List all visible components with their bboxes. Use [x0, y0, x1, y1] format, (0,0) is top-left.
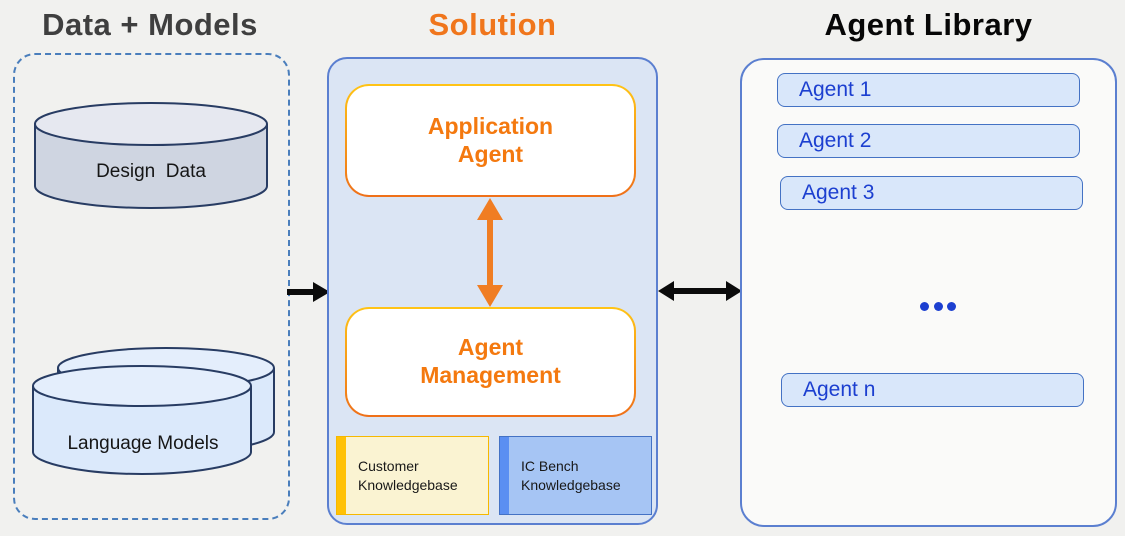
icbench-knowledgebase-label: IC Bench Knowledgebase [521, 458, 621, 493]
bidirectional-arrow-icon [658, 281, 742, 301]
vertical-double-arrow-icon [477, 198, 503, 307]
agent-1-item: Agent 1 [777, 73, 1080, 107]
icbench-knowledgebase-box: IC Bench Knowledgebase [499, 436, 652, 515]
customer-knowledgebase-box: Customer Knowledgebase [336, 436, 489, 515]
application-agent-box: Application Agent [345, 84, 636, 197]
design-data-database-icon [34, 102, 268, 209]
language-models-label: Language Models [67, 433, 219, 454]
design-data-label: Design Data [96, 161, 206, 182]
customer-knowledgebase-accent-bar [337, 437, 346, 514]
flow-arrow-right-icon [287, 282, 330, 302]
agent-3-item: Agent 3 [780, 176, 1083, 210]
agent-n-item: Agent n [781, 373, 1084, 407]
agent-2-item: Agent 2 [777, 124, 1080, 158]
data-models-title: Data + Models [42, 7, 258, 42]
agent-management-box: Agent Management [345, 307, 636, 417]
agent-library-title: Agent Library [824, 7, 1033, 42]
application-agent-label: Application Agent [427, 112, 554, 167]
solution-title: Solution [428, 7, 557, 42]
customer-knowledgebase-label: Customer Knowledgebase [358, 458, 458, 493]
language-models-database-icon [32, 347, 275, 475]
agent-management-label: Agent Management [420, 334, 561, 388]
icbench-knowledgebase-accent-bar [500, 437, 509, 514]
more-agents-ellipsis-icon [920, 300, 956, 312]
data-models-panel [13, 53, 290, 520]
